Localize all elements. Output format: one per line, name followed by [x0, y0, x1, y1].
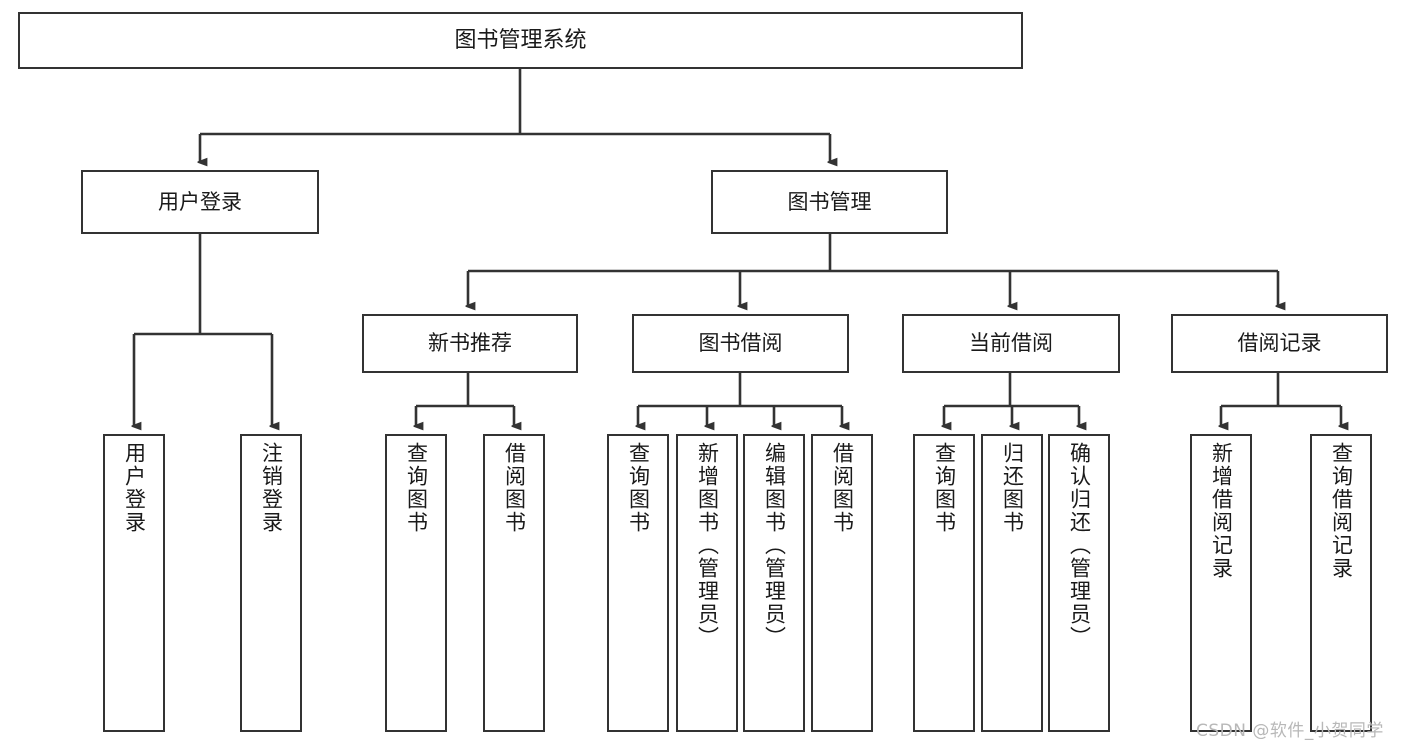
node-leaf-user-login[interactable]: 用户登录 [103, 434, 165, 732]
node-borrow-record[interactable]: 借阅记录 [1171, 314, 1388, 373]
node-leaf-query-book-2-label: 查询图书 [626, 442, 651, 534]
node-leaf-confirm-return-label: 确认归还（管理员） [1067, 442, 1092, 649]
node-leaf-confirm-return[interactable]: 确认归还（管理员） [1048, 434, 1110, 732]
node-new-book-rec-label: 新书推荐 [428, 331, 512, 356]
node-root-label: 图书管理系统 [454, 27, 587, 53]
node-leaf-logout-label: 注销登录 [259, 442, 284, 534]
node-leaf-query-book-1-label: 查询图书 [404, 442, 429, 534]
node-leaf-add-record[interactable]: 新增借阅记录 [1190, 434, 1252, 732]
node-leaf-return-book-label: 归还图书 [1000, 442, 1025, 534]
node-book-manage-label: 图书管理 [787, 189, 872, 214]
node-user-login-label: 用户登录 [158, 189, 242, 214]
watermark-text: CSDN @软件_小贺同学 [1196, 721, 1384, 741]
node-current-borrow-label: 当前借阅 [969, 331, 1053, 356]
node-leaf-query-book-3-label: 查询图书 [932, 442, 957, 534]
node-leaf-edit-book-label: 编辑图书（管理员） [762, 442, 787, 649]
node-leaf-return-book[interactable]: 归还图书 [981, 434, 1043, 732]
node-book-borrow-label: 图书借阅 [698, 331, 783, 356]
node-leaf-add-book[interactable]: 新增图书（管理员） [676, 434, 738, 732]
node-leaf-borrow-book-2[interactable]: 借阅图书 [811, 434, 873, 732]
node-book-manage[interactable]: 图书管理 [711, 170, 948, 234]
node-leaf-query-book-2[interactable]: 查询图书 [607, 434, 669, 732]
node-leaf-user-login-label: 用户登录 [122, 442, 147, 534]
node-user-login[interactable]: 用户登录 [81, 170, 319, 234]
node-leaf-borrow-book-2-label: 借阅图书 [830, 442, 855, 534]
node-current-borrow[interactable]: 当前借阅 [902, 314, 1120, 373]
node-leaf-add-book-label: 新增图书（管理员） [695, 442, 720, 649]
node-borrow-record-label: 借阅记录 [1237, 331, 1322, 356]
node-book-borrow[interactable]: 图书借阅 [632, 314, 849, 373]
node-leaf-borrow-book-1[interactable]: 借阅图书 [483, 434, 545, 732]
node-leaf-borrow-book-1-label: 借阅图书 [502, 442, 527, 534]
node-leaf-query-record-label: 查询借阅记录 [1329, 442, 1354, 580]
node-root[interactable]: 图书管理系统 [18, 12, 1023, 69]
node-new-book-rec[interactable]: 新书推荐 [362, 314, 578, 373]
node-leaf-query-book-3[interactable]: 查询图书 [913, 434, 975, 732]
node-leaf-edit-book[interactable]: 编辑图书（管理员） [743, 434, 805, 732]
node-leaf-add-record-label: 新增借阅记录 [1209, 442, 1234, 580]
node-leaf-query-record[interactable]: 查询借阅记录 [1310, 434, 1372, 732]
node-leaf-query-book-1[interactable]: 查询图书 [385, 434, 447, 732]
node-leaf-logout[interactable]: 注销登录 [240, 434, 302, 732]
